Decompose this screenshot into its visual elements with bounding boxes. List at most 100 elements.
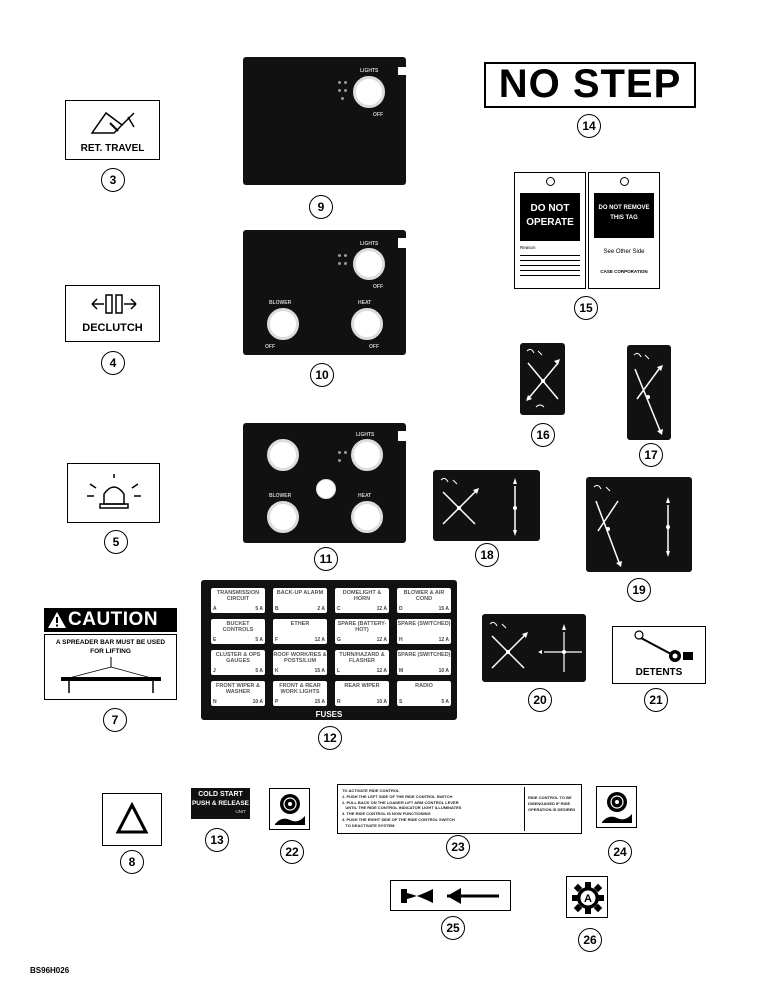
beacon-decal <box>67 463 160 523</box>
detent-lever-icon <box>634 630 693 662</box>
fuse-name: SPARE (BATTERY-HOT) <box>337 621 387 633</box>
indicator-dot <box>338 89 341 92</box>
figure-code: BS96H026 <box>30 966 70 975</box>
panel-corner-notch <box>398 238 406 248</box>
ride-control-line: 3. THE RIDE CONTROL IS NOW FUNCTIONING <box>342 811 431 817</box>
declutch-label: DECLUTCH <box>82 322 143 334</box>
ride-control-line: TO DEACTIVATE SYSTEM <box>342 822 395 828</box>
cold-start-line-2: PUSH & RELEASE <box>191 800 250 807</box>
panel10-lights-knob <box>353 248 385 280</box>
fuse-amps: 12 A <box>376 606 387 612</box>
callout-3: 3 <box>101 168 125 192</box>
fuse-letter: R <box>337 699 341 705</box>
callout-19: 19 <box>627 578 651 602</box>
callout-5: 5 <box>104 530 128 554</box>
control-pattern-decal-18 <box>433 470 540 541</box>
callout-7: 7 <box>103 708 127 732</box>
detents-decal: DETENTS <box>612 626 706 684</box>
fuse-name: BACK-UP ALARM <box>276 590 324 596</box>
indicator-dot <box>344 89 347 92</box>
fuse-letter: D <box>399 606 403 612</box>
lights-panel-9: LIGHTS OFF <box>243 57 406 185</box>
lights-blower-heat-panel-10: LIGHTS OFF BLOWER HEAT OFF OFF <box>243 230 406 355</box>
panel10-heat-label: HEAT <box>358 300 372 306</box>
fuse-amps: 12 A <box>314 637 325 643</box>
callout-15: 15 <box>574 296 598 320</box>
fuse-letter: A <box>213 606 217 612</box>
indicator-dot <box>338 451 341 454</box>
caution-decal: CAUTION A SPREADER BAR MUST BE USED FOR … <box>44 608 177 700</box>
fuse-rating-row: F 12 A <box>275 637 325 643</box>
fuse-name: SPARE (SWITCHED) <box>397 652 451 658</box>
callout-4: 4 <box>101 351 125 375</box>
fuse-name: TRANSMISSION CIRCUIT <box>216 590 260 602</box>
control-pattern-decal-16 <box>520 343 565 415</box>
callout-18: 18 <box>475 543 499 567</box>
callout-16: 16 <box>531 423 555 447</box>
ride-control-icon-decal-24 <box>596 786 637 828</box>
panel11-heat-knob <box>351 501 383 533</box>
fuse-amps: 12 A <box>376 637 387 643</box>
no-step-decal: NO STEP <box>484 62 696 108</box>
fuse-name: FRONT WIPER & WASHER <box>216 683 260 695</box>
horn-arrow-icon <box>401 888 499 904</box>
fuse-amps: 15 A <box>314 699 325 705</box>
fuse-letter: F <box>275 637 279 643</box>
panel11-heat-label: HEAT <box>358 493 372 499</box>
callout-22: 22 <box>280 840 304 864</box>
ret-travel-label: RET. TRAVEL <box>80 143 145 154</box>
beacon-light-icon <box>87 474 141 509</box>
fuse-amps: 10 A <box>376 699 387 705</box>
fuse-amps: 5 A <box>255 668 263 674</box>
fuse-name: FRONT & REAR WORK LIGHTS <box>279 683 321 695</box>
panel11-left-top-knob <box>267 439 299 471</box>
fuse-amps: 5 A <box>441 699 449 705</box>
ride-control-line: UNTIL THE RIDE CONTROL INDICATOR LIGHT I… <box>342 805 462 811</box>
indicator-dot <box>341 97 344 100</box>
fuse-letter: B <box>275 606 279 612</box>
fuse-name: TURN/HAZARD & FLASHER <box>339 652 385 664</box>
panel11-blower-label: BLOWER <box>269 493 292 499</box>
callout-13: 13 <box>205 828 229 852</box>
tag-front-line-2: OPERATE <box>526 217 574 228</box>
panel9-lights-label: LIGHTS <box>360 68 379 74</box>
svg-text:A: A <box>584 893 592 905</box>
tag-see-other-side: See Other Side <box>603 249 645 255</box>
callout-21: 21 <box>644 688 668 712</box>
control-pattern-decal-19 <box>586 477 692 572</box>
ride-control-side-line: DISENGAGED IF RIDE <box>528 800 571 806</box>
auto-gear-icon: A <box>572 882 604 914</box>
callout-14: 14 <box>577 114 601 138</box>
indicator-dot <box>338 459 341 462</box>
ride-control-line: 1. PUSH THE LEFT SIDE OF THE RIDE CONTRO… <box>342 793 453 799</box>
callout-20: 20 <box>528 688 552 712</box>
fuse-name: REAR WIPER <box>344 683 380 689</box>
indicator-dot <box>344 81 347 84</box>
bucket-return-icon <box>90 111 135 134</box>
joystick-pattern-icon <box>633 352 663 435</box>
callout-8: 8 <box>120 850 144 874</box>
declutch-icon <box>91 294 137 314</box>
panel10-blower-knob <box>267 308 299 340</box>
fuse-amps: 2 A <box>317 606 325 612</box>
fuse-amps: 12 A <box>438 637 449 643</box>
fuse-name: RADIO <box>415 683 433 689</box>
panel11-blower-knob <box>267 501 299 533</box>
fuse-letter: K <box>275 668 279 674</box>
